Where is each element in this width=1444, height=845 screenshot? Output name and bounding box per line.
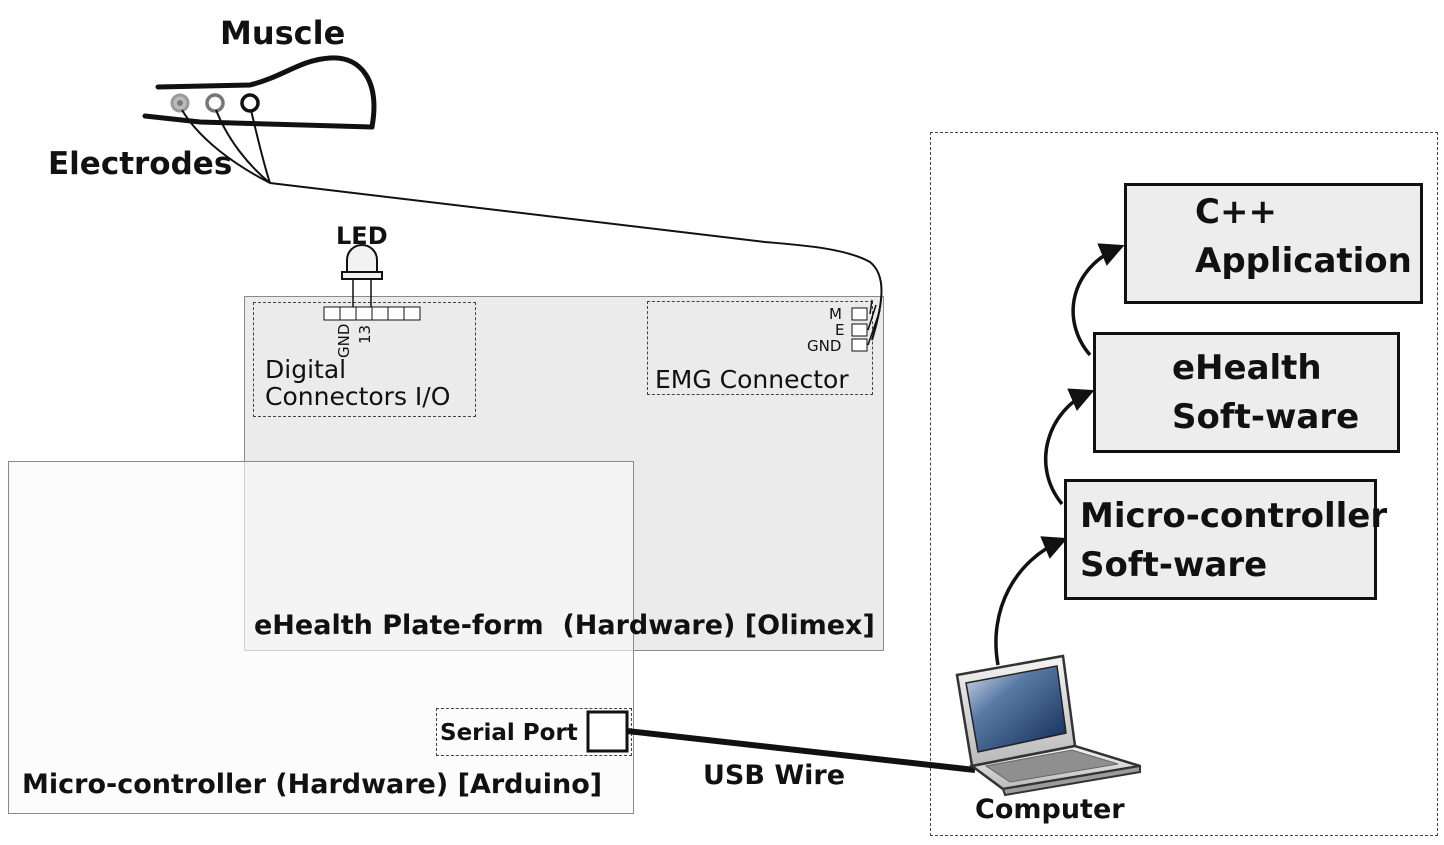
ehealth-software-line1: eHealth	[1172, 348, 1322, 388]
electrodes	[170, 93, 260, 113]
microcontroller-software-line1: Micro-controller	[1080, 496, 1388, 536]
emg-pin-m-label: M	[829, 305, 842, 323]
led-label: LED	[336, 222, 388, 250]
emg-pin-e-label: E	[835, 321, 845, 339]
led-component	[341, 244, 383, 314]
emg-connector-label: EMG Connector	[655, 365, 849, 394]
usb-wire-line	[626, 728, 976, 773]
cpp-application-box	[1124, 183, 1423, 304]
computer-region	[930, 132, 1438, 836]
emg-cable	[269, 182, 883, 341]
electrode-leads	[181, 109, 271, 184]
emg-pin-wires	[867, 299, 881, 346]
cpp-application-line2: Application	[1195, 241, 1412, 281]
cpp-application-line1: C++	[1195, 192, 1277, 232]
ehealth-platform-label: eHealth Plate-form (Hardware) [Olimex]	[254, 610, 875, 641]
digital-pin-13-label: 13	[356, 324, 374, 344]
computer-label: Computer	[975, 794, 1125, 825]
digital-connectors-region	[253, 302, 476, 417]
microcontroller-hardware-label: Micro-controller (Hardware) [Arduino]	[22, 769, 603, 800]
microcontroller-software-line2: Soft-ware	[1080, 545, 1268, 585]
serial-port-label: Serial Port	[440, 720, 578, 746]
ehealth-software-line2: Soft-ware	[1172, 397, 1360, 437]
digital-header-pins	[323, 306, 421, 321]
muscle-label: Muscle	[220, 14, 346, 52]
laptop-icon	[955, 654, 1141, 797]
emg-connector-pins	[851, 307, 868, 352]
ehealth-software-box	[1093, 332, 1400, 453]
usb-wire-label: USB Wire	[703, 760, 846, 791]
microcontroller-software-box	[1064, 479, 1377, 600]
serial-port-socket	[586, 710, 629, 753]
digital-pin-gnd-label: GND	[335, 323, 353, 358]
muscle-shape	[142, 55, 377, 130]
digital-connectors-label-line1: Digital	[265, 355, 347, 384]
emg-pin-gnd-label: GND	[807, 337, 842, 355]
digital-connectors-label-line2: Connectors I/O	[265, 382, 451, 411]
electrodes-label: Electrodes	[48, 146, 233, 182]
flow-arrows	[994, 243, 1125, 666]
emg-connector-region	[647, 301, 873, 395]
